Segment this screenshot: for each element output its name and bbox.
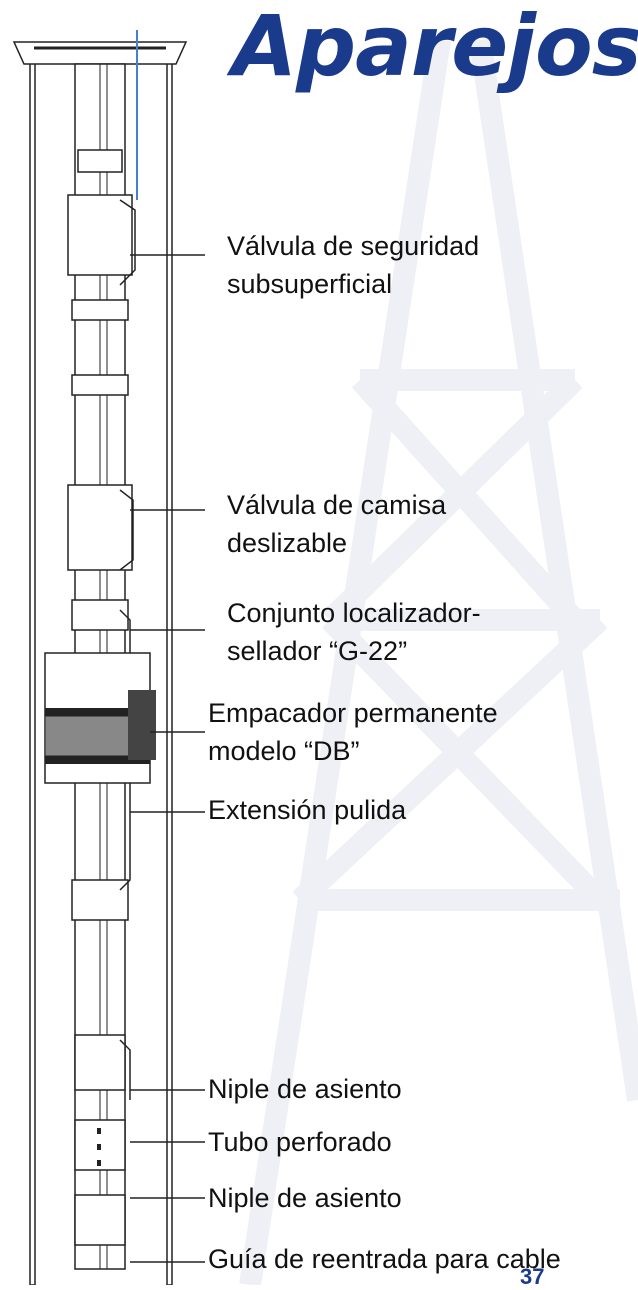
label-valvula-camisa: Válvula de camisa deslizable — [227, 490, 447, 558]
label-empacador: Empacador permanente modelo “DB” — [208, 698, 498, 766]
packer-element-top — [45, 708, 150, 716]
slide-title: Aparejos — [232, 0, 638, 95]
completion-schematic — [12, 30, 188, 1285]
label-guia: Guía de reentrada para cable — [208, 1244, 561, 1274]
label-valvula-seguridad: Válvula de seguridad subsuperficial — [227, 231, 480, 299]
label-niple-1: Niple de asiento — [208, 1074, 402, 1104]
page-number: 37 — [520, 1264, 545, 1289]
label-niple-2: Niple de asiento — [208, 1183, 402, 1213]
label-tubo-perforado: Tubo perforado — [208, 1127, 392, 1157]
packer-element-bottom — [45, 756, 150, 764]
safety-valve-body — [67, 194, 133, 276]
label-extension: Extensión pulida — [208, 795, 407, 825]
sliding-sleeve-body — [67, 484, 133, 571]
label-conjunto-localizador: Conjunto localizador- sellador “G-22” — [227, 598, 481, 666]
